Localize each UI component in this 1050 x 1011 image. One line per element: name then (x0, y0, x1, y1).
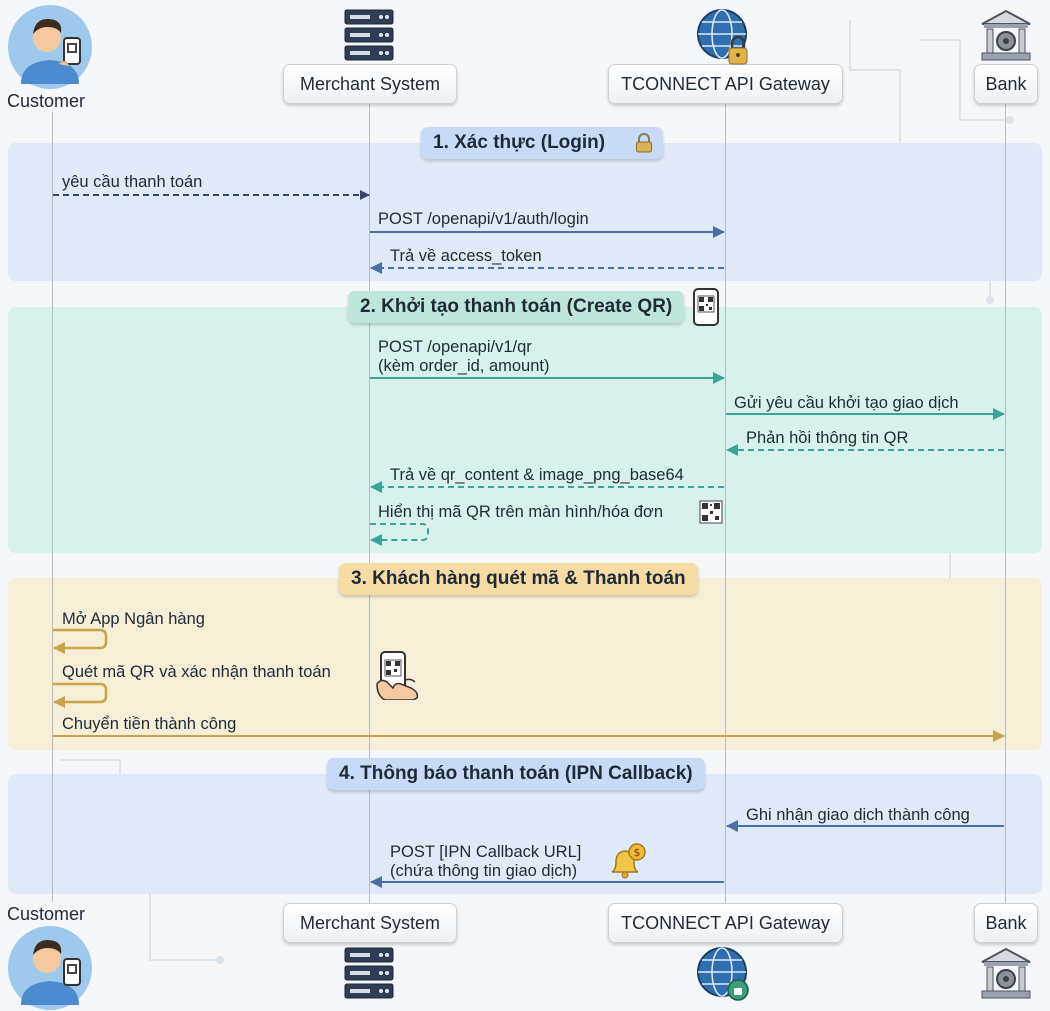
msg-login: POST /openapi/v1/auth/login (378, 210, 589, 228)
svg-text:$: $ (634, 846, 641, 859)
bell-coin-icon: $ (611, 843, 646, 879)
bank-icon (981, 947, 1031, 999)
bank-icon (981, 9, 1031, 61)
msg-create-qr-line1: POST /openapi/v1/qr (378, 338, 532, 356)
arrow-scan-qr (53, 682, 108, 708)
msg-scan-qr: Quét mã QR và xác nhận thanh toán (62, 663, 331, 681)
section-title-ipn: 4. Thông báo thanh toán (IPN Callback) (327, 758, 705, 790)
merchant-header-bottom: Merchant System (283, 903, 457, 943)
section-band-login (8, 143, 1042, 281)
server-icon (344, 947, 394, 999)
customer-lifeline (52, 112, 53, 902)
gateway-header-top: TCONNECT API Gateway (608, 64, 843, 104)
customer-avatar-icon (8, 5, 92, 89)
section-title-create-qr: 2. Khởi tạo thanh toán (Create QR) (348, 291, 685, 323)
server-icon (344, 9, 394, 61)
qr-code-icon (699, 500, 723, 524)
customer-avatar-icon (8, 926, 92, 1010)
customer-label-bottom: Customer (7, 904, 86, 924)
customer-label-top: Customer (7, 91, 86, 111)
phone-qr-icon (693, 288, 719, 326)
msg-bank-notify: Ghi nhận giao dịch thành công (746, 806, 970, 824)
msg-qr-response: Phản hồi thông tin QR (746, 429, 909, 447)
msg-create-qr-line2: (kèm order_id, amount) (378, 357, 550, 375)
bank-header-bottom: Bank (974, 903, 1038, 943)
globe-lock-icon (697, 947, 749, 1001)
gateway-lifeline (725, 104, 726, 904)
globe-lock-icon (697, 9, 748, 65)
merchant-header-top: Merchant System (283, 64, 457, 104)
msg-bank-request: Gửi yêu cầu khởi tạo giao dịch (734, 394, 959, 412)
bank-lifeline (1005, 104, 1006, 904)
msg-qr-content: Trả về qr_content & image_png_base64 (390, 466, 684, 484)
msg-ipn-line1: POST [IPN Callback URL] (390, 843, 582, 861)
msg-access-token: Trả về access_token (390, 247, 542, 265)
arrow-show-qr (370, 523, 429, 546)
msg-payment-request: yêu cầu thanh toán (62, 173, 203, 191)
arrow-open-app (53, 628, 108, 654)
msg-show-qr: Hiển thị mã QR trên màn hình/hóa đơn (378, 503, 664, 521)
gateway-header-bottom: TCONNECT API Gateway (608, 903, 843, 943)
hand-phone-icon (376, 651, 419, 700)
section-band-payment (8, 578, 1042, 750)
section-title-login: 1. Xác thực (Login) (421, 127, 663, 159)
padlock-icon (636, 133, 652, 153)
section-band-create-qr (8, 307, 1042, 553)
msg-ipn-line2: (chứa thông tin giao dịch) (390, 862, 578, 880)
section-band-ipn (8, 774, 1042, 894)
msg-open-app: Mở App Ngân hàng (62, 610, 205, 628)
merchant-lifeline (369, 104, 370, 904)
section-title-payment: 3. Khách hàng quét mã & Thanh toán (339, 563, 698, 595)
bank-header-top: Bank (974, 64, 1038, 104)
msg-transfer: Chuyển tiền thành công (62, 715, 237, 733)
